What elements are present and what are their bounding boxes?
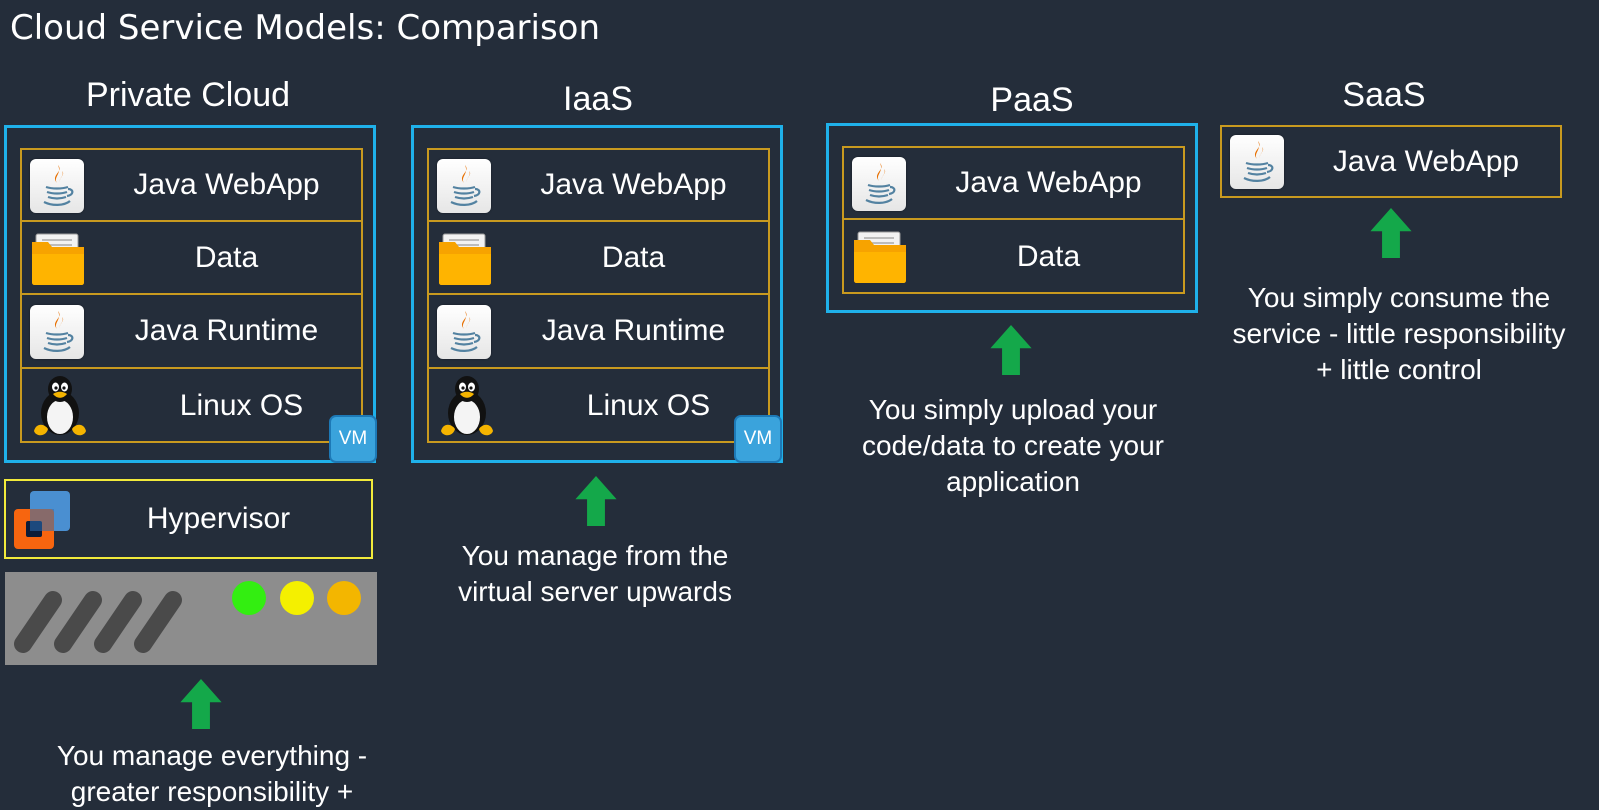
column-heading-saas: SaaS [1342,76,1426,114]
description-private-cloud: You manage everything - greater responsi… [56,740,368,807]
description-paas: You simply upload your code/data to crea… [862,394,1164,497]
layer-label: Linux OS [179,389,304,422]
column-heading-iaas: IaaS [563,80,633,118]
layer-label: Java WebApp [955,166,1142,199]
up-arrow-icon [178,679,224,729]
vm-frame-private-cloud: Java WebApp Data Java Runtime Linux OS V… [4,125,377,463]
layer-linux-os: Linux OS [22,369,361,443]
server-graphic [14,581,361,653]
layer-label: Java Runtime [541,314,726,347]
layer-stack-paas: Java WebApp Data [842,146,1185,294]
linux-penguin-icon [30,373,90,439]
layer-linux-os: Linux OS [429,369,768,443]
layer-label: Java WebApp [133,168,320,201]
server-icon [5,572,377,665]
java-icon [437,159,491,213]
description-saas: You simply consume the service - little … [1232,282,1566,385]
layer-label: Linux OS [586,389,711,422]
layer-stack-private-cloud: Java WebApp Data Java Runtime Linux OS [20,148,363,443]
layer-stack-saas: Java WebApp [1220,125,1562,198]
layer-java-webapp: Java WebApp [1222,127,1560,196]
column-heading-paas: PaaS [990,81,1074,119]
hypervisor-layer: Hypervisor [4,479,373,559]
vm-badge: VM [734,415,782,463]
vm-frame-iaas: Java WebApp Data Java Runtime Linux OS V… [411,125,783,463]
layer-label: Java WebApp [1332,144,1520,178]
led-orange [327,581,361,615]
layer-label: Java Runtime [134,314,319,347]
java-icon [30,159,84,213]
slide-title: Cloud Service Models: Comparison [10,8,601,48]
layer-label: Data [194,240,259,274]
java-icon [30,305,84,359]
up-arrow-icon [573,476,619,526]
layer-java-webapp: Java WebApp [844,148,1183,220]
layer-data: Data [429,222,768,295]
hypervisor-label: Hypervisor [146,502,291,535]
folder-icon [437,230,493,286]
vm-badge: VM [329,415,377,463]
vmware-logo-icon [14,491,70,549]
layer-java-runtime: Java Runtime [22,295,361,369]
java-icon [437,305,491,359]
led-yellow [280,581,314,615]
layer-data: Data [22,222,361,295]
layer-label: Java WebApp [540,168,727,201]
java-icon [1230,135,1284,189]
description-iaas: You manage from the virtual server upwar… [458,540,732,607]
up-arrow-icon [988,325,1034,375]
layer-data: Data [844,220,1183,294]
linux-penguin-icon [437,373,497,439]
folder-icon [30,230,86,286]
folder-icon [852,228,908,284]
layer-java-webapp: Java WebApp [22,150,361,222]
layer-label: Data [601,240,666,274]
layer-label: Data [1016,240,1081,273]
layer-java-webapp: Java WebApp [429,150,768,222]
platform-frame-paas: Java WebApp Data [826,123,1198,313]
led-green [232,581,266,615]
java-icon [852,157,906,211]
layer-stack-iaas: Java WebApp Data Java Runtime Linux OS [427,148,770,443]
up-arrow-icon [1368,208,1414,258]
layer-java-runtime: Java Runtime [429,295,768,369]
column-heading-private-cloud: Private Cloud [85,76,291,114]
